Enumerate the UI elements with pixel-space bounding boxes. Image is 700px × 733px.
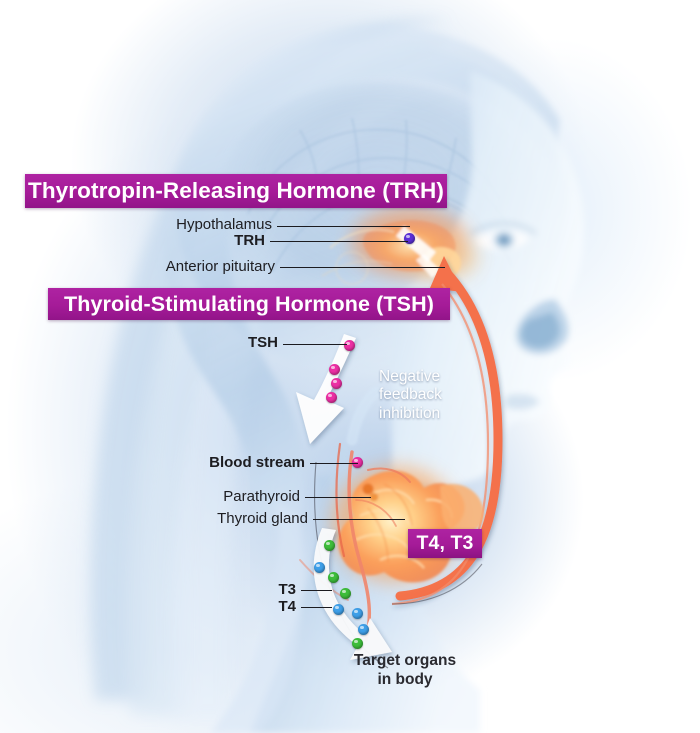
t4-molecule-dot <box>333 604 344 615</box>
leader-line-tsh <box>283 344 347 345</box>
annotation-target-organs: Target organs in body <box>353 652 457 688</box>
banner-tsh: Thyroid-Stimulating Hormone (TSH) <box>48 288 450 320</box>
label-parathyroid: Parathyroid <box>223 488 300 505</box>
banner-trh: Thyrotropin-Releasing Hormone (TRH) <box>25 174 447 208</box>
label-tsh: TSH <box>248 334 278 351</box>
tsh-molecule-dot <box>326 392 337 403</box>
annotation-negative-feedback: Negative feedback inhibition <box>379 368 442 422</box>
t3-molecule-dot <box>328 572 339 583</box>
label-trh: TRH <box>234 232 265 249</box>
banner-trh-label: Thyrotropin-Releasing Hormone (TRH) <box>27 178 444 203</box>
leader-line-trh <box>270 241 408 242</box>
leader-line-hypothalamus <box>277 226 410 227</box>
label-t4: T4 <box>278 598 296 615</box>
label-t3: T3 <box>278 581 296 598</box>
badge-t4-t3: T4, T3 <box>408 529 482 558</box>
tsh-molecule-dot <box>344 340 355 351</box>
t4-molecule-dot <box>358 624 369 635</box>
leader-line-thyroid-gland <box>313 519 405 520</box>
tsh-molecule-dot <box>352 457 363 468</box>
badge-t4-t3-label: T4, T3 <box>416 532 474 554</box>
leader-line-parathyroid <box>305 497 371 498</box>
label-hypothalamus: Hypothalamus <box>176 216 272 233</box>
t3-molecule-dot <box>324 540 335 551</box>
label-anterior-pituitary: Anterior pituitary <box>165 258 275 275</box>
t3-molecule-dot <box>340 588 351 599</box>
leader-line-t4 <box>301 607 332 608</box>
label-blood-stream: Blood stream <box>209 454 305 471</box>
tsh-molecule-dot <box>331 378 342 389</box>
trh-molecule-dot <box>404 233 415 244</box>
t3-molecule-dot <box>352 638 363 649</box>
banner-tsh-label: Thyroid-Stimulating Hormone (TSH) <box>64 291 434 316</box>
t4-molecule-dot <box>352 608 363 619</box>
tsh-molecule-dot <box>329 364 340 375</box>
t4-molecule-dot <box>314 562 325 573</box>
leader-line-anterior-pituitary <box>280 267 445 268</box>
label-thyroid-gland: Thyroid gland <box>217 510 308 527</box>
leader-line-t3 <box>301 590 332 591</box>
leader-line-blood-stream <box>310 463 358 464</box>
